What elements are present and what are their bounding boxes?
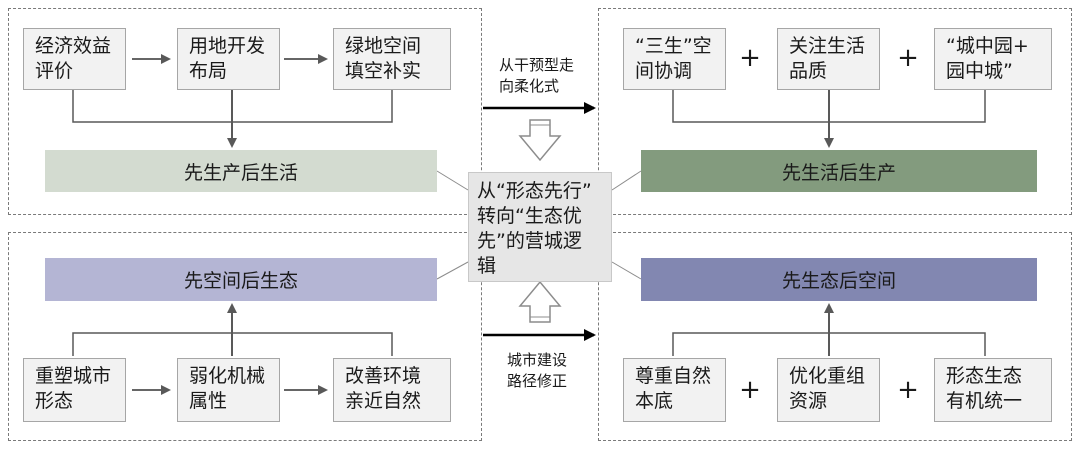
bottom-right-frame — [598, 232, 1072, 441]
box-improve-environment: 改善环境 亲近自然 — [333, 358, 451, 422]
connector-tl — [436, 170, 469, 191]
hollow-up-arrow — [518, 280, 562, 323]
box-respect-nature: 尊重自然 本底 — [623, 358, 726, 422]
bar-life-first: 先生活后生产 — [641, 150, 1037, 192]
box-land-development: 用地开发 布局 — [177, 28, 280, 90]
center-logic-box: 从“形态先行” 转向“生态优 先”的营城逻 辑 — [468, 172, 612, 282]
connector-bl — [436, 261, 469, 280]
hollow-down-arrow — [518, 119, 562, 162]
bar-ecology-first: 先生态后空间 — [641, 258, 1037, 301]
top-arrow-label: 从干预型走 向柔化式 — [499, 56, 575, 95]
box-green-space-infill: 绿地空间 填空补实 — [333, 28, 451, 90]
box-life-quality: 关注生活 品质 — [777, 28, 880, 90]
connector-br — [611, 261, 642, 280]
box-three-life-coordination: “三生”空 间协调 — [623, 28, 726, 90]
connector-tr — [611, 170, 642, 191]
top-right-frame — [598, 8, 1072, 215]
box-optimize-resources: 优化重组 资源 — [777, 358, 880, 422]
box-park-city: “城中园+ 园中城” — [934, 28, 1052, 90]
bottom-left-frame — [8, 232, 482, 441]
plus-sign: + — [739, 43, 761, 73]
plus-sign: + — [897, 43, 919, 73]
top-left-frame — [8, 8, 482, 215]
bottom-arrow-label: 城市建设 路径修正 — [507, 351, 568, 390]
box-weaken-mechanical: 弱化机械 属性 — [177, 358, 280, 422]
box-reshape-city-form: 重塑城市 形态 — [23, 358, 126, 422]
plus-sign: + — [739, 375, 761, 405]
box-economic-evaluation: 经济效益 评价 — [23, 28, 126, 90]
box-form-ecology-unity: 形态生态 有机统一 — [934, 358, 1052, 422]
plus-sign: + — [897, 375, 919, 405]
bar-production-first: 先生产后生活 — [45, 150, 437, 192]
bar-space-first: 先空间后生态 — [45, 258, 437, 301]
